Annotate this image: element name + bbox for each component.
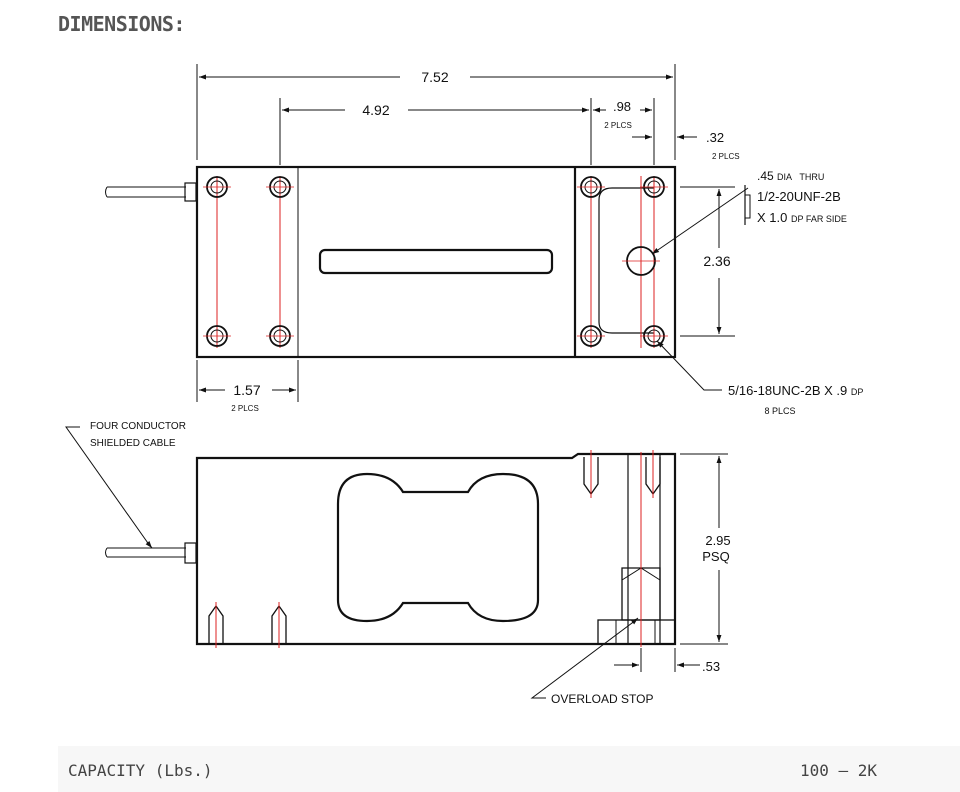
- capacity-value: 100 – 2K: [800, 761, 878, 780]
- capacity-label: CAPACITY (Lbs.): [68, 761, 213, 780]
- top-view: [105, 165, 677, 359]
- thread-callout-symbol: [744, 185, 751, 225]
- note-2plcs-a: 2 PLCS: [604, 121, 632, 130]
- overload-stop-label: OVERLOAD STOP: [551, 692, 653, 706]
- cable-note-line1: FOUR CONDUCTOR: [90, 421, 186, 432]
- note-2plcs-c: 2 PLCS: [231, 404, 259, 413]
- dim-stop-offset: .53: [702, 659, 720, 674]
- dim-height: 2.95: [705, 533, 730, 548]
- svg-text:X 1.0 DP FAR SIDE: X 1.0 DP FAR SIDE: [757, 210, 847, 225]
- dim-hole-spacing: .98: [613, 99, 631, 114]
- tapped-hole-depth: X .9: [824, 383, 847, 398]
- section-title: DIMENSIONS:: [58, 12, 185, 36]
- cable-note-line2: SHIELDED CABLE: [90, 438, 176, 449]
- note-2plcs-b: 2 PLCS: [712, 152, 740, 161]
- load-cell-dimension-drawing: 7.52 4.92 .98 2 PLCS .32 2 PLCS .45 DIA …: [65, 64, 863, 706]
- side-view: [105, 450, 677, 648]
- dim-height-note: PSQ: [702, 549, 729, 564]
- dim-mount-spacing: 2.36: [703, 253, 730, 269]
- thru-hole-size: .45: [757, 169, 774, 183]
- body-outline-side: [195, 452, 677, 646]
- thru-hole-dia: DIA: [777, 172, 792, 182]
- thread-depth: X 1.0: [757, 210, 787, 225]
- svg-text:.45 DIA THRU: .45 DIA THRU: [757, 169, 824, 183]
- capacity-row: CAPACITY (Lbs.) 100 – 2K: [58, 746, 960, 792]
- thread-depth-note: DP FAR SIDE: [791, 214, 847, 224]
- tapped-hole-dp: DP: [851, 387, 864, 397]
- bending-beam-cutout: [336, 472, 540, 623]
- svg-text:5/16-18UNC-2B X .9: 5/16-18UNC-2B X .9 DP: [728, 383, 863, 398]
- dim-end-span: 1.57: [233, 382, 260, 398]
- dim-edge-offset: .32: [706, 130, 724, 145]
- slot: [318, 248, 554, 275]
- body-outline-top: [195, 165, 677, 359]
- dim-overall-length: 7.52: [421, 69, 448, 85]
- thru-hole-thru: THRU: [799, 172, 824, 182]
- dimension-lines-side: [65, 426, 728, 699]
- mounting-hole-icons: [206, 176, 665, 347]
- dim-hole-span: 4.92: [362, 102, 389, 118]
- tapped-hole-spec: 5/16-18UNC-2B: [728, 383, 821, 398]
- cable-top: [105, 182, 197, 202]
- thread-spec: 1/2-20UNF-2B: [757, 189, 841, 204]
- dimension-lines-top: [196, 64, 749, 402]
- note-8plcs: 8 PLCS: [764, 406, 795, 416]
